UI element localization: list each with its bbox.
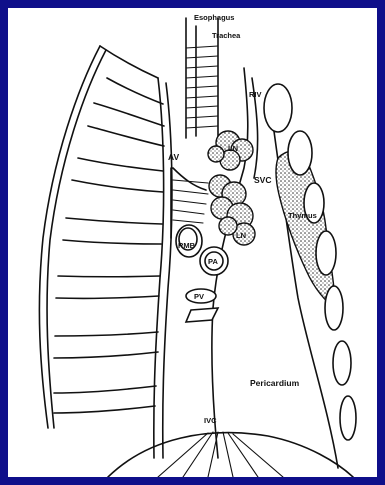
anatomy-illustration-panel: Esophagus Trachea RIV AV LN SVC Thymus L… [8,8,377,477]
thymus-gland [276,151,336,308]
label-thymus: Thymus [288,211,317,220]
diaphragm-dome [108,432,353,477]
label-rmb: RMB [178,241,196,250]
label-svc: SVC [254,175,271,185]
label-av: AV [168,152,180,162]
label-ln-upper: LN [228,144,238,153]
label-ivc: IVC [204,416,217,425]
label-pv: PV [194,292,204,301]
label-riv: RIV [249,90,262,99]
posterior-wall [154,78,172,458]
label-ln-lower: LN [236,231,246,240]
label-trachea: Trachea [212,31,241,40]
label-esophagus: Esophagus [194,13,234,22]
label-pericardium: Pericardium [250,378,300,388]
vessels [176,225,228,322]
mediastinum-diagram: Esophagus Trachea RIV AV LN SVC Thymus L… [8,8,377,477]
rib-cage [39,46,164,428]
lymph-node-lower [209,175,255,245]
label-pa: PA [208,257,218,266]
